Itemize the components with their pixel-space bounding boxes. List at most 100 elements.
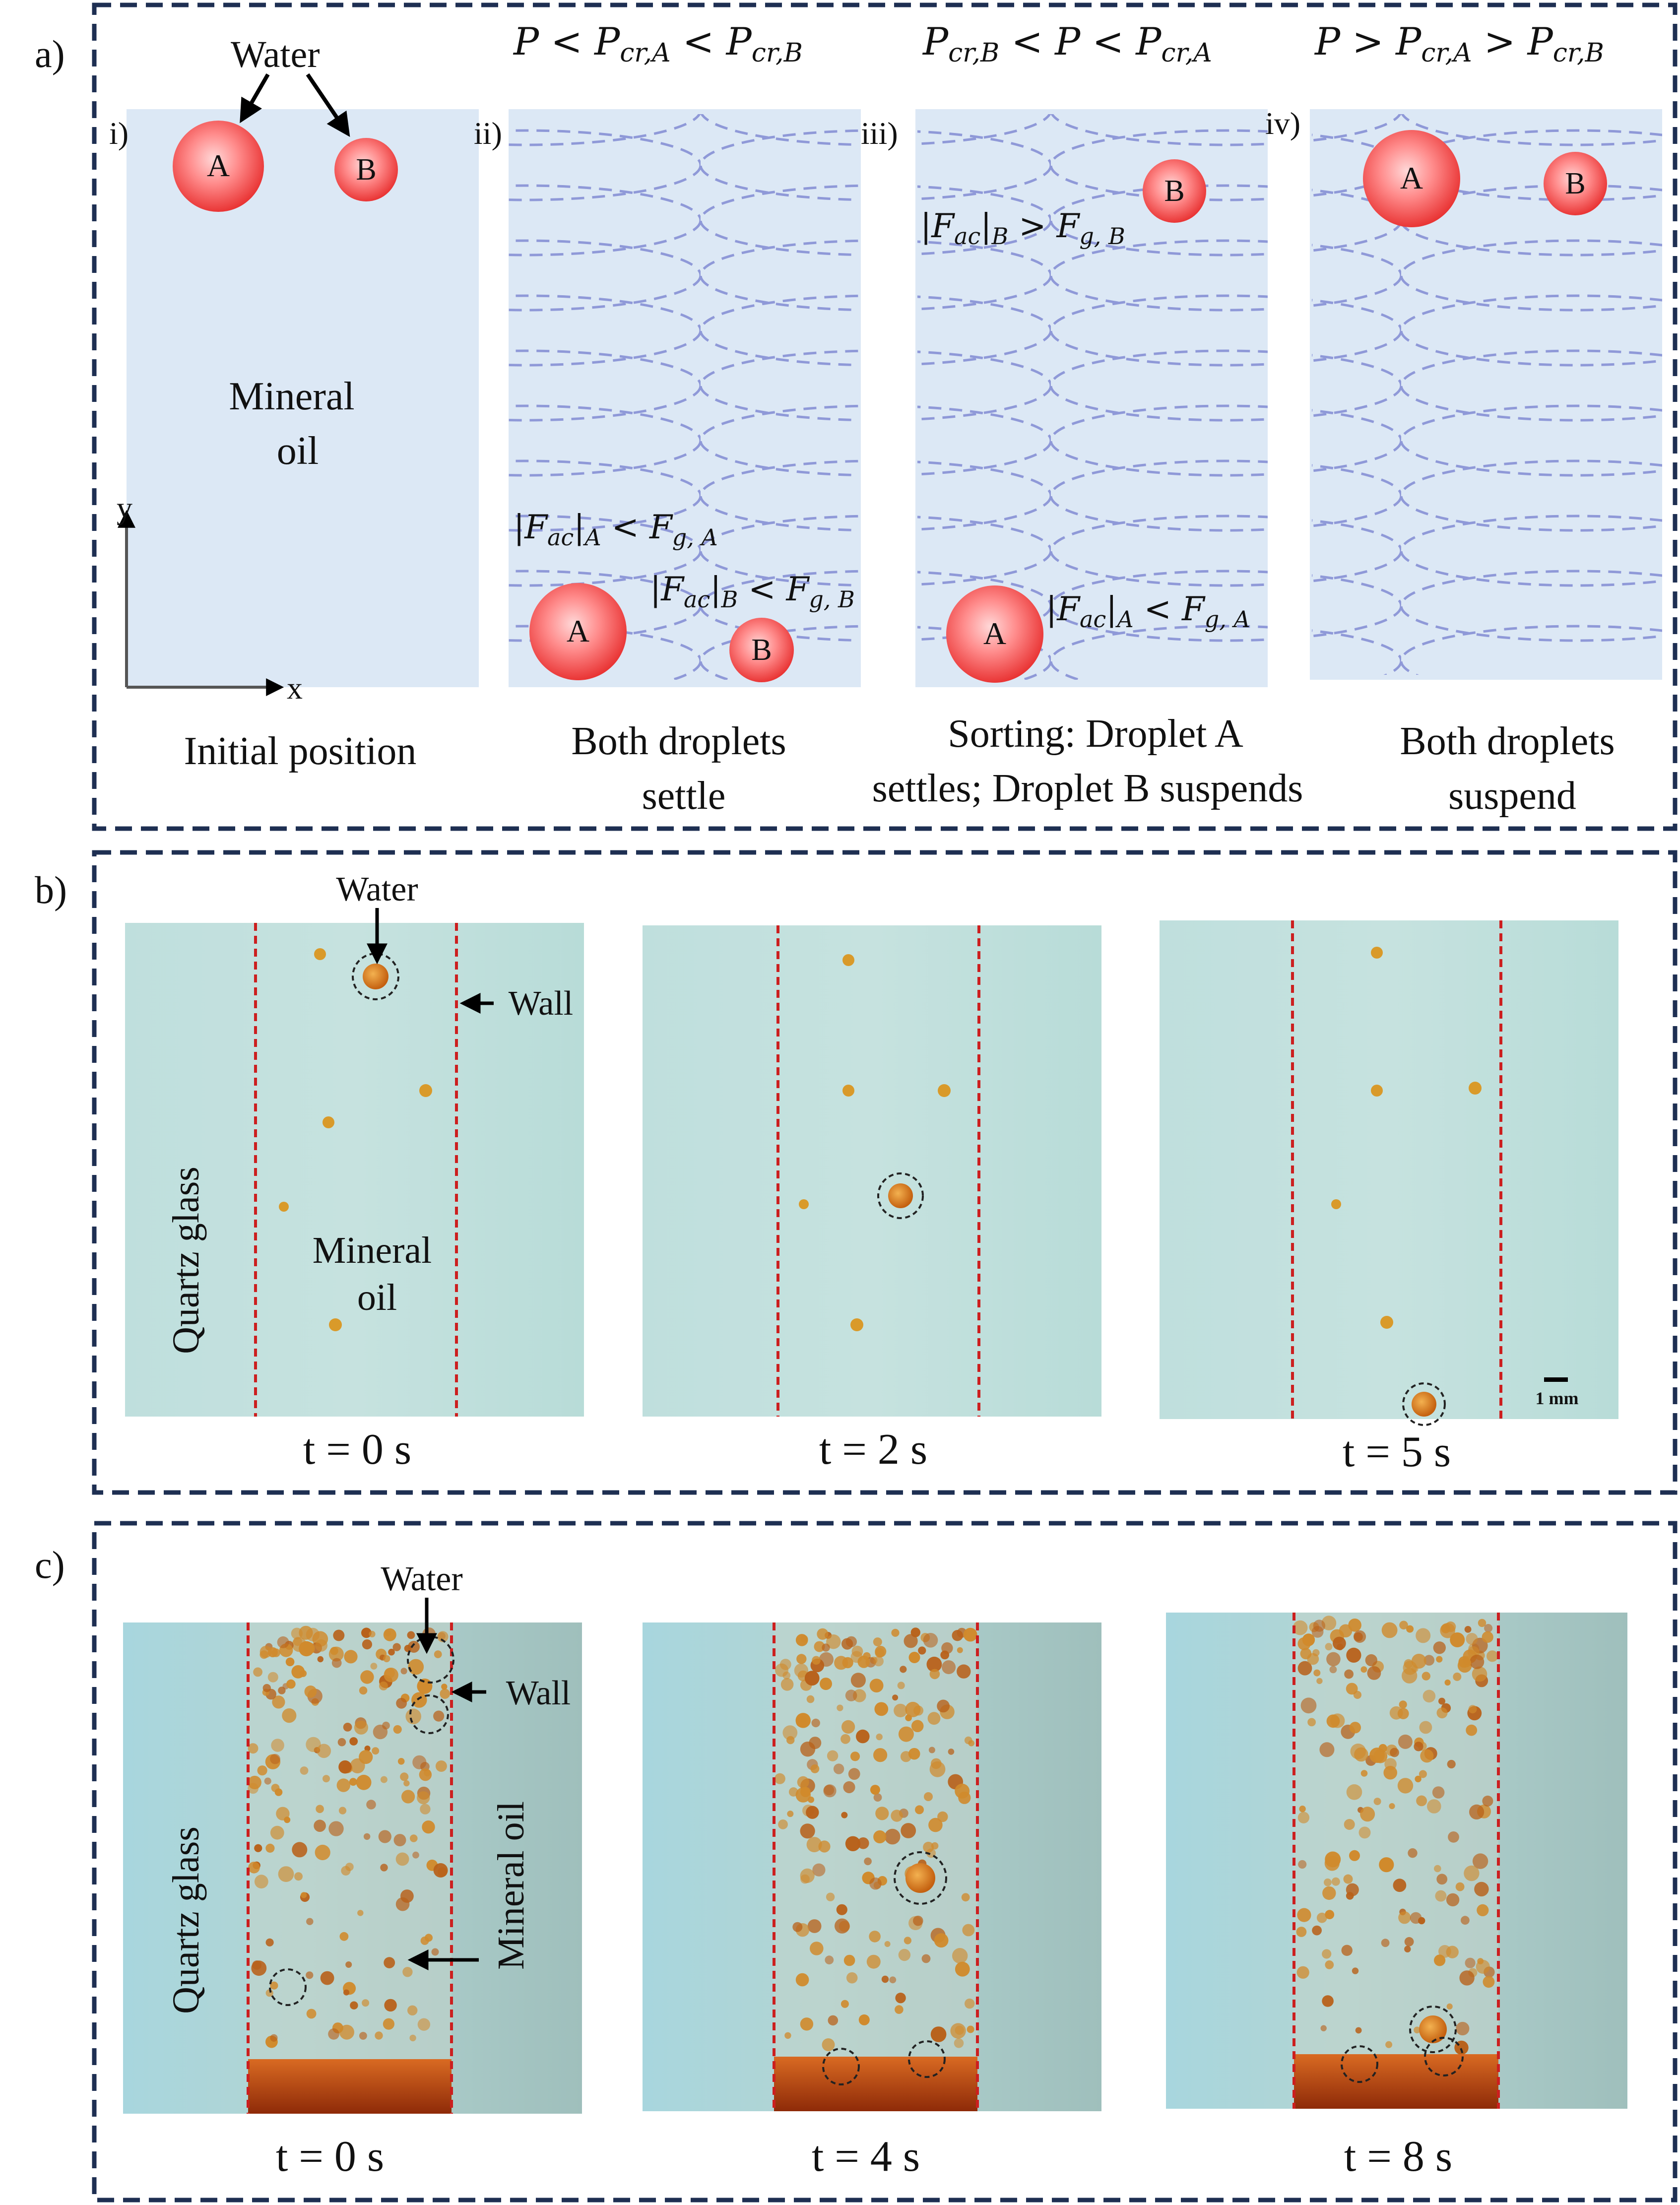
cluster-droplet bbox=[1307, 1653, 1319, 1665]
cluster-droplet bbox=[941, 1642, 953, 1654]
cluster-droplet bbox=[1360, 1807, 1375, 1822]
cluster-droplet bbox=[1322, 1886, 1336, 1900]
cluster-droplet bbox=[265, 1938, 274, 1946]
cluster-droplet bbox=[354, 1720, 369, 1735]
cluster-droplet bbox=[845, 1689, 857, 1701]
cluster-droplet bbox=[1404, 1937, 1414, 1946]
cluster-droplet bbox=[323, 1775, 330, 1783]
panel-b-label: b) bbox=[35, 868, 67, 911]
cluster-droplet bbox=[911, 1720, 924, 1732]
panel-a-label: a) bbox=[35, 32, 65, 75]
cluster-droplet bbox=[866, 1954, 881, 1969]
cluster-droplet bbox=[921, 1954, 931, 1963]
cluster-droplet bbox=[1466, 1633, 1478, 1645]
cluster-droplet bbox=[265, 1843, 275, 1853]
svg-text:A: A bbox=[567, 613, 589, 649]
cluster-droplet bbox=[1297, 1812, 1310, 1823]
svg-text:|Fac|B < Fg, B: |Fac|B < Fg, B bbox=[650, 570, 855, 613]
cluster-droplet bbox=[315, 1639, 327, 1652]
cluster-droplet bbox=[834, 1656, 848, 1670]
cluster-droplet bbox=[1320, 2025, 1327, 2031]
cluster-droplet bbox=[1360, 1770, 1368, 1777]
cluster-droplet bbox=[1349, 1722, 1361, 1734]
cluster-droplet bbox=[306, 1971, 314, 1979]
frame-label-b-0: t = 0 s bbox=[303, 1426, 411, 1474]
cluster-droplet bbox=[282, 1708, 297, 1723]
cluster-droplet bbox=[431, 1948, 439, 1956]
oil-label-b-line2: oil bbox=[357, 1277, 397, 1318]
cluster-droplet bbox=[336, 1778, 350, 1792]
cluster-droplet bbox=[808, 1796, 814, 1803]
cluster-droplet bbox=[800, 2017, 814, 2031]
cluster-droplet bbox=[908, 1652, 920, 1663]
cluster-droplet bbox=[349, 1737, 358, 1746]
cluster-droplet bbox=[1450, 1632, 1465, 1647]
cluster-droplet bbox=[384, 1957, 395, 1969]
frame-label-b-2: t = 5 s bbox=[1343, 1428, 1451, 1476]
cluster-droplet bbox=[1466, 1724, 1478, 1736]
cluster-droplet bbox=[1446, 1893, 1460, 1907]
cluster-droplet bbox=[934, 1933, 949, 1948]
cluster-droplet bbox=[1427, 1799, 1441, 1814]
cluster-droplet bbox=[1419, 1721, 1432, 1734]
cluster-droplet bbox=[937, 1811, 948, 1822]
medium-label-line1: Mineral bbox=[229, 375, 354, 418]
cluster-droplet bbox=[784, 2032, 791, 2039]
cluster-droplet bbox=[927, 1712, 941, 1725]
cluster-droplet bbox=[822, 1643, 830, 1652]
cluster-droplet bbox=[339, 2024, 354, 2040]
cluster-droplet bbox=[385, 1630, 391, 1636]
cluster-droplet bbox=[908, 1748, 920, 1760]
cluster-droplet bbox=[364, 1746, 371, 1751]
cluster-droplet bbox=[851, 1645, 863, 1657]
cluster-droplet bbox=[1399, 1700, 1407, 1709]
cluster-droplet bbox=[270, 2034, 278, 2042]
cluster-droplet bbox=[807, 1919, 822, 1933]
cluster-droplet bbox=[392, 1643, 401, 1651]
cluster-droplet bbox=[780, 1678, 794, 1691]
cluster-droplet bbox=[1422, 1689, 1436, 1703]
cluster-droplet bbox=[1436, 1874, 1448, 1885]
droplet-b-suspended-iv: B bbox=[1544, 152, 1607, 215]
scale-bar bbox=[1544, 1377, 1568, 1382]
svg-text:B: B bbox=[1164, 174, 1184, 208]
cluster-droplet bbox=[379, 1681, 388, 1690]
caption-iv-line2: suspend bbox=[1448, 774, 1576, 818]
cluster-droplet bbox=[967, 2025, 974, 2033]
cluster-droplet bbox=[889, 1976, 897, 1984]
svg-text:B: B bbox=[1565, 167, 1585, 200]
cluster-droplet bbox=[1416, 1795, 1427, 1807]
cluster-droplet bbox=[1344, 1669, 1354, 1679]
cluster-droplet bbox=[1398, 1911, 1411, 1924]
cluster-droplet bbox=[1316, 1678, 1323, 1685]
cluster-droplet bbox=[1360, 1666, 1367, 1673]
cluster-droplet bbox=[306, 1627, 320, 1642]
cluster-droplet bbox=[894, 1703, 907, 1718]
photo-b-t2 bbox=[643, 925, 1101, 1417]
cluster-droplet bbox=[952, 1948, 968, 1964]
cluster-droplet bbox=[1389, 1803, 1395, 1810]
cluster-droplet bbox=[778, 1819, 788, 1829]
cluster-droplet bbox=[1444, 1679, 1451, 1686]
photo-c-t0 bbox=[123, 1622, 582, 2114]
water-label-a: Water bbox=[231, 34, 320, 75]
cluster-droplet bbox=[417, 1679, 433, 1694]
cluster-droplet bbox=[331, 1658, 342, 1668]
cluster-droplet bbox=[405, 1708, 421, 1725]
cluster-droplet bbox=[1325, 1910, 1335, 1920]
cluster-droplet bbox=[1344, 1819, 1355, 1830]
cluster-droplet bbox=[1465, 1957, 1476, 1968]
cluster-droplet bbox=[1312, 1925, 1322, 1936]
cluster-droplet bbox=[316, 1805, 324, 1814]
cluster-droplet bbox=[774, 1773, 785, 1784]
cluster-droplet bbox=[1381, 1622, 1398, 1638]
cluster-droplet bbox=[403, 1780, 410, 1787]
cluster-droplet bbox=[1300, 1697, 1317, 1714]
cluster-droplet bbox=[1436, 1656, 1443, 1663]
cluster-droplet bbox=[407, 2005, 418, 2015]
cluster-droplet bbox=[806, 1806, 819, 1819]
cluster-droplet bbox=[895, 1993, 906, 2004]
condition-ii: P < Pcr,A < Pcr,B bbox=[513, 19, 803, 68]
cluster-droplet bbox=[1384, 1758, 1397, 1770]
